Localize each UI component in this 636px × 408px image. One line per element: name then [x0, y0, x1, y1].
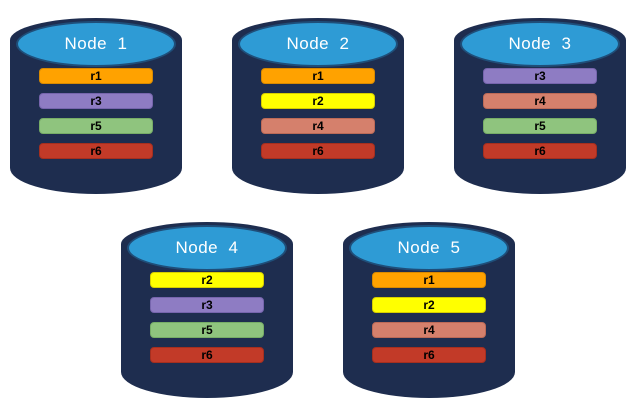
node-4-cylinder-cap: Node 4	[127, 225, 287, 271]
replica-bar: r5	[483, 118, 597, 134]
node-4-replicas: r2 r3 r5 r6	[150, 272, 264, 363]
replica-bar: r3	[39, 93, 153, 109]
node-5-label: Node 5	[397, 238, 461, 257]
replica-bar: r6	[372, 347, 486, 363]
node-1-label: Node 1	[64, 34, 128, 53]
replica-bar: r2	[261, 93, 375, 109]
replica-bar: r4	[261, 118, 375, 134]
replica-bar: r4	[483, 93, 597, 109]
node-row-top: Node 1 r1 r3 r5 r6 Node 2 r1 r2 r4 r6	[0, 0, 636, 194]
replica-bar: r3	[483, 68, 597, 84]
node-5-replicas: r1 r2 r4 r6	[372, 272, 486, 363]
replica-bar: r6	[483, 143, 597, 159]
replica-bar: r1	[372, 272, 486, 288]
node-2-label: Node 2	[286, 34, 350, 53]
replica-bar: r5	[39, 118, 153, 134]
node-3-cylinder-cap: Node 3	[460, 21, 620, 67]
replica-bar: r2	[150, 272, 264, 288]
node-2: Node 2 r1 r2 r4 r6	[232, 8, 404, 194]
replica-bar: r4	[372, 322, 486, 338]
node-2-replicas: r1 r2 r4 r6	[261, 68, 375, 159]
node-1-replicas: r1 r3 r5 r6	[39, 68, 153, 159]
replica-bar: r5	[150, 322, 264, 338]
node-5-cylinder-cap: Node 5	[349, 225, 509, 271]
node-4: Node 4 r2 r3 r5 r6	[121, 212, 293, 398]
node-2-cylinder-cap: Node 2	[238, 21, 398, 67]
node-row-bottom: Node 4 r2 r3 r5 r6 Node 5 r1 r2 r4 r6	[0, 212, 636, 398]
replica-bar: r1	[39, 68, 153, 84]
node-4-label: Node 4	[175, 238, 239, 257]
replica-bar: r6	[39, 143, 153, 159]
node-3-label: Node 3	[508, 34, 572, 53]
replica-bar: r2	[372, 297, 486, 313]
node-5: Node 5 r1 r2 r4 r6	[343, 212, 515, 398]
node-1: Node 1 r1 r3 r5 r6	[10, 8, 182, 194]
node-1-cylinder-cap: Node 1	[16, 21, 176, 67]
replica-bar: r1	[261, 68, 375, 84]
node-3-replicas: r3 r4 r5 r6	[483, 68, 597, 159]
node-3: Node 3 r3 r4 r5 r6	[454, 8, 626, 194]
replica-bar: r6	[150, 347, 264, 363]
replica-bar: r3	[150, 297, 264, 313]
replica-bar: r6	[261, 143, 375, 159]
